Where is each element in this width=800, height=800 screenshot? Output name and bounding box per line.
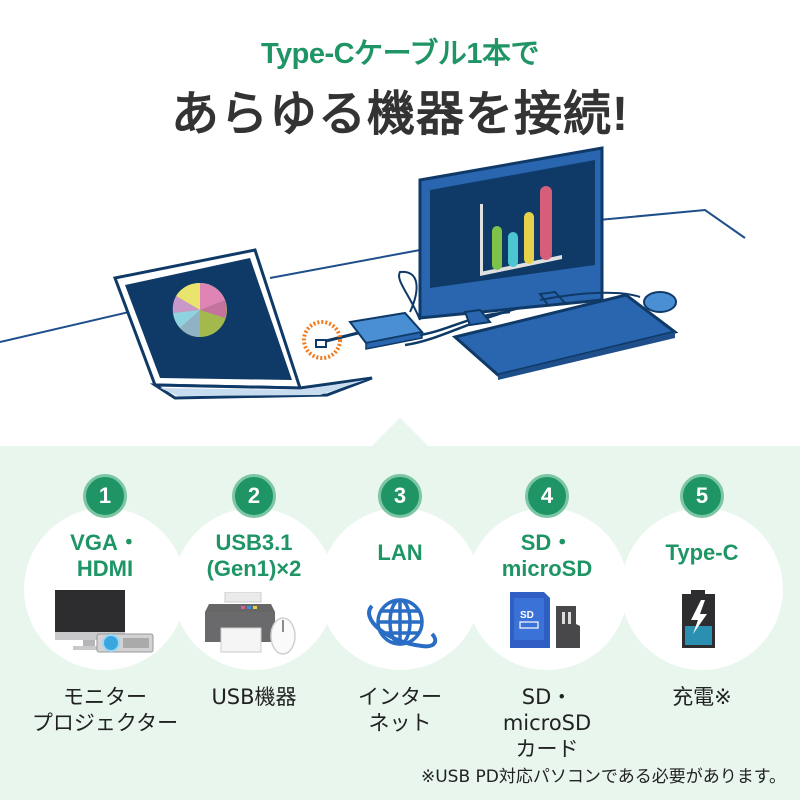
monitor-icon [418, 146, 604, 327]
footnote: ※USB PD対応パソコンである必要があります。 [420, 767, 786, 787]
feature-number-badge: 2 [232, 474, 276, 518]
printer-mouse-icon [205, 592, 296, 655]
globe-icon [367, 598, 438, 649]
feature-label: LAN [377, 540, 423, 565]
mouse-icon [539, 291, 677, 313]
feature-label: USB3.1(Gen1)×2 [206, 530, 302, 581]
sd-card-icon: SD [510, 592, 580, 648]
feature-number-badge: 3 [378, 474, 422, 518]
feature-caption: インターネット [358, 685, 442, 735]
feature-label: VGA・HDMI [70, 530, 140, 581]
feature-label: Type-C [665, 540, 739, 565]
laptop-icon [112, 248, 373, 400]
feature-label: SD・microSD [501, 530, 593, 581]
panel-pointer [372, 418, 428, 446]
svg-text:SD: SD [520, 610, 534, 621]
subtitle: Type-Cケーブル1本で [260, 38, 540, 70]
monitor-projector-icon [55, 590, 154, 653]
feature-number-badge: 1 [83, 474, 127, 518]
feature-number-badge: 4 [525, 474, 569, 518]
keyboard-icon [451, 293, 679, 380]
feature-caption: 充電※ [672, 685, 732, 709]
feature-caption: USB機器 [211, 685, 297, 709]
connection-illustration [0, 146, 746, 400]
page-title: あらゆる機器を接続! [171, 88, 629, 141]
feature-caption: モニタープロジェクター [31, 685, 179, 735]
feature-number-badge: 5 [680, 474, 724, 518]
battery-charging-icon [682, 590, 715, 648]
